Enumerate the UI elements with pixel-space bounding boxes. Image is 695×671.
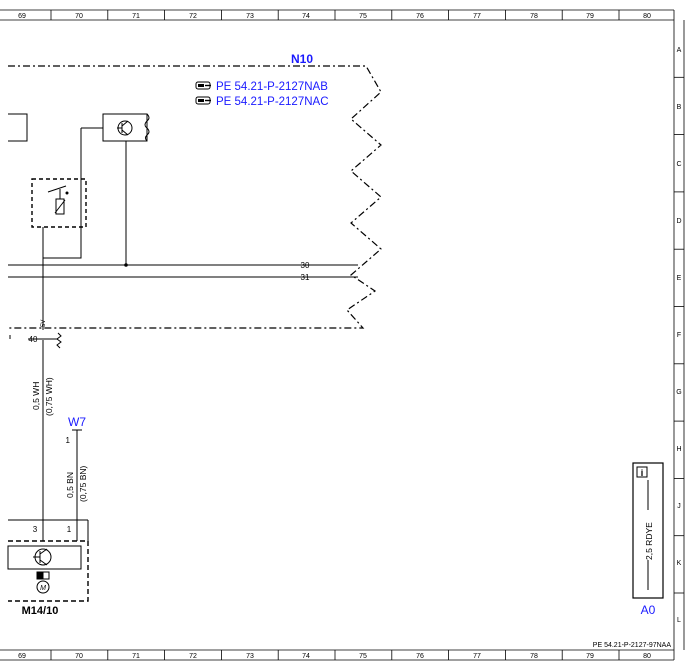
row-label: J	[677, 503, 681, 510]
col-label: 69	[18, 13, 26, 20]
internal-wires	[8, 127, 358, 330]
info-icon: i	[641, 468, 644, 478]
col-label: 80	[643, 653, 651, 660]
col-label: 75	[359, 13, 367, 20]
pointing-hand-icon	[195, 96, 211, 105]
row-label: L	[677, 617, 681, 624]
wire-bn-label: 0,5 BN	[65, 472, 75, 498]
relay-box	[31, 178, 87, 228]
col-label: 78	[530, 653, 538, 660]
w7-pin-label: 1	[66, 436, 71, 445]
col-label: 69	[18, 653, 26, 660]
column-dividers	[50, 10, 620, 660]
bus-30-label: 30	[301, 261, 310, 270]
col-label: 73	[246, 13, 254, 20]
pin-40-connector	[9, 332, 62, 349]
col-label: 77	[473, 13, 481, 20]
wire-bn-alt-label: (0,75 BN)	[78, 465, 88, 502]
column-labels-bottom: 69 70 71 72 73 74 75 76 77 78 79 80	[18, 653, 651, 660]
col-label: 74	[302, 653, 310, 660]
row-label: G	[676, 389, 681, 396]
reference-link-2[interactable]: PE 54.21-P-2127NAC	[195, 96, 329, 108]
a0-legend-box	[632, 462, 664, 599]
wire-wh-label: 0,5 WH	[31, 382, 41, 410]
bus-31-label: 31	[301, 273, 310, 282]
pin-40-label: 40	[29, 335, 38, 344]
col-label: 72	[189, 653, 197, 660]
col-label: 79	[586, 653, 594, 660]
document-id: PE 54.21-P-2127-97NAA	[593, 642, 672, 649]
n10-boundary	[8, 65, 382, 329]
junction-dot	[124, 263, 128, 267]
column-labels-top: 69 70 71 72 73 74 75 76 77 78 79 80	[18, 13, 651, 20]
col-label: 76	[416, 653, 424, 660]
row-dividers	[674, 76, 684, 594]
row-label: H	[676, 446, 681, 453]
col-label: 73	[246, 653, 254, 660]
col-label: 71	[132, 13, 140, 20]
col-label: 70	[75, 653, 83, 660]
col-label: 71	[132, 653, 140, 660]
row-label: F	[677, 332, 681, 339]
m14-10-boundary	[7, 540, 89, 602]
row-label: A	[677, 47, 682, 54]
col-label: 80	[643, 13, 651, 20]
w7-label: W7	[68, 415, 86, 429]
partial-component-box	[8, 113, 28, 142]
col-label: 70	[75, 13, 83, 20]
pin-5v-label: 5V	[41, 320, 47, 327]
wire-wh-alt-label: (0,75 WH)	[44, 377, 54, 416]
col-label: 76	[416, 13, 424, 20]
row-labels: A B C D E F G H J K L	[676, 47, 681, 624]
row-label: K	[677, 560, 682, 567]
reference-link-1[interactable]: PE 54.21-P-2127NAB	[195, 81, 328, 93]
svg-text:M: M	[40, 585, 46, 592]
col-label: 79	[586, 13, 594, 20]
m14-10-label: M14/10	[22, 605, 59, 617]
row-label: C	[676, 161, 681, 168]
motor-icon: M	[36, 571, 50, 594]
wire-rdye-label: 2,5 RDYE	[644, 522, 654, 560]
m14-10-connector	[8, 519, 89, 541]
col-label: 78	[530, 13, 538, 20]
n10-label: N10	[291, 52, 313, 66]
a0-label: A0	[641, 603, 656, 617]
reference-text[interactable]: PE 54.21-P-2127NAB	[216, 81, 328, 93]
row-label: D	[676, 218, 681, 225]
pin-1-label: 1	[67, 525, 72, 534]
col-label: 77	[473, 653, 481, 660]
transistor-box	[102, 113, 150, 142]
row-label: B	[677, 104, 682, 111]
row-label: E	[677, 275, 682, 282]
reference-text[interactable]: PE 54.21-P-2127NAC	[216, 96, 329, 108]
svg-text:i: i	[641, 468, 644, 478]
col-label: 75	[359, 653, 367, 660]
drawing-frame	[0, 9, 685, 661]
col-label: 74	[302, 13, 310, 20]
pin-3-label: 3	[33, 525, 38, 534]
col-label: 72	[189, 13, 197, 20]
ground-symbol	[72, 429, 82, 445]
pointing-hand-icon	[195, 81, 211, 90]
